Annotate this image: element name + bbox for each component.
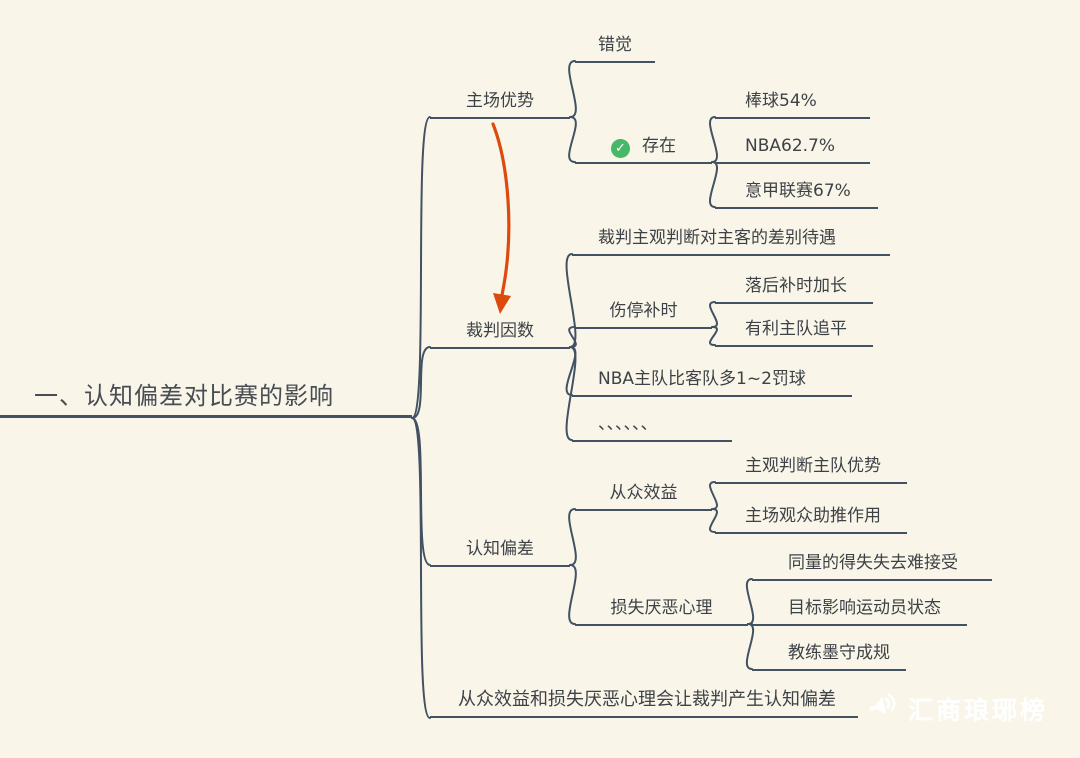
- node-loss-aversion-label: 损失厌恶心理: [610, 598, 713, 618]
- node-home-advantage-label: 主场优势: [466, 91, 534, 111]
- node-serie-a[interactable]: 意甲联赛67%: [715, 177, 878, 209]
- node-root[interactable]: 一、认知偏差对比赛的影响: [0, 372, 412, 418]
- megaphone-icon: [869, 693, 896, 715]
- node-cognitive-bias-label: 认知偏差: [466, 539, 534, 559]
- connector-home-exists: [568, 116, 577, 163]
- node-injury-time-label: 伤停补时: [609, 301, 678, 321]
- node-serie-a-label: 意甲联赛67%: [745, 181, 851, 201]
- node-coach-convention[interactable]: 教练墨守成规: [752, 639, 906, 671]
- watermark: 汇商琅琊榜: [864, 691, 1048, 727]
- emphasis-arrow-shaft: [491, 122, 511, 297]
- node-baseball-label: 棒球54%: [745, 91, 817, 111]
- node-judge-home-advantage[interactable]: 主观判断主队优势: [715, 452, 907, 484]
- connector-conformity-judgehome: [709, 481, 718, 510]
- node-nba-pct[interactable]: NBA62.7%: [715, 132, 870, 164]
- node-summary[interactable]: 从众效益和损失厌恶心理会让裁判产生认知偏差: [430, 686, 858, 718]
- node-referee-subjective[interactable]: 裁判主观判断对主客的差别待遇: [572, 224, 890, 256]
- connector-referee-injurytime: [568, 326, 577, 348]
- connector-root-home-advantage: [411, 116, 431, 419]
- node-root-label: 一、认知偏差对比赛的影响: [34, 382, 334, 410]
- node-cognitive-bias[interactable]: 认知偏差: [430, 535, 570, 567]
- node-referee-factor-label: 裁判因数: [466, 321, 534, 341]
- node-ellipsis-label: 、、、、、、: [598, 414, 658, 434]
- node-nba-pct-label: NBA62.7%: [745, 136, 836, 156]
- node-exists-label: 存在: [642, 136, 676, 156]
- connector-root-referee-factor: [411, 346, 431, 419]
- node-injury-time[interactable]: 伤停补时: [575, 297, 712, 329]
- node-crowd-boost-label: 主场观众助推作用: [745, 506, 881, 526]
- connector-home-illusion: [568, 60, 577, 118]
- node-home-advantage[interactable]: 主场优势: [430, 87, 570, 119]
- node-favor-home-equalize[interactable]: 有利主队追平: [715, 315, 873, 347]
- connector-injurytime-equalize: [709, 326, 718, 346]
- watermark-text: 汇商琅琊榜: [908, 696, 1049, 725]
- node-favor-home-equalize-label: 有利主队追平: [745, 319, 847, 339]
- node-referee-subjective-label: 裁判主观判断对主客的差别待遇: [598, 228, 836, 248]
- connector-injurytime-behind: [709, 301, 718, 328]
- connector-loss-coach: [745, 623, 755, 670]
- node-illusion[interactable]: 错觉: [575, 31, 655, 63]
- node-exists[interactable]: ✓ 存在: [575, 132, 712, 164]
- emphasis-arrow: [491, 122, 511, 314]
- node-illusion-label: 错觉: [598, 35, 632, 55]
- connector-loss-equalgain: [745, 578, 755, 625]
- node-judge-home-advantage-label: 主观判断主队优势: [745, 456, 881, 476]
- connector-referee-subjective: [565, 253, 577, 348]
- node-loss-aversion[interactable]: 损失厌恶心理: [575, 594, 748, 626]
- node-nba-free-throws[interactable]: NBA主队比客队多1~2罚球: [572, 365, 852, 397]
- connector-cognitive-lossaversion: [568, 564, 577, 625]
- connector-referee-ellipsis: [565, 346, 577, 441]
- connector-conformity-crowd: [709, 508, 718, 533]
- node-conformity[interactable]: 从众效益: [575, 479, 712, 511]
- node-ellipsis[interactable]: 、、、、、、: [572, 410, 732, 442]
- node-nba-free-throws-label: NBA主队比客队多1~2罚球: [598, 369, 806, 389]
- connector-exists-baseball: [709, 116, 718, 163]
- node-equal-gain-loss[interactable]: 同量的得失失去难接受: [752, 549, 992, 581]
- node-referee-factor[interactable]: 裁判因数: [430, 317, 570, 349]
- node-behind-added-time-label: 落后补时加长: [745, 276, 847, 296]
- node-goal-affect-athlete-label: 目标影响运动员状态: [788, 598, 941, 618]
- node-baseball[interactable]: 棒球54%: [715, 87, 870, 119]
- check-icon: ✓: [611, 139, 630, 158]
- node-crowd-boost[interactable]: 主场观众助推作用: [715, 502, 907, 534]
- node-coach-convention-label: 教练墨守成规: [788, 643, 890, 663]
- node-conformity-label: 从众效益: [609, 483, 678, 503]
- node-summary-label: 从众效益和损失厌恶心理会让裁判产生认知偏差: [458, 689, 836, 710]
- node-equal-gain-loss-label: 同量的得失失去难接受: [788, 553, 958, 573]
- node-goal-affect-athlete[interactable]: 目标影响运动员状态: [752, 594, 967, 626]
- connector-root-summary: [411, 417, 431, 719]
- node-behind-added-time[interactable]: 落后补时加长: [715, 272, 873, 304]
- connector-cognitive-conformity: [568, 508, 577, 566]
- emphasis-arrow-head: [493, 293, 511, 314]
